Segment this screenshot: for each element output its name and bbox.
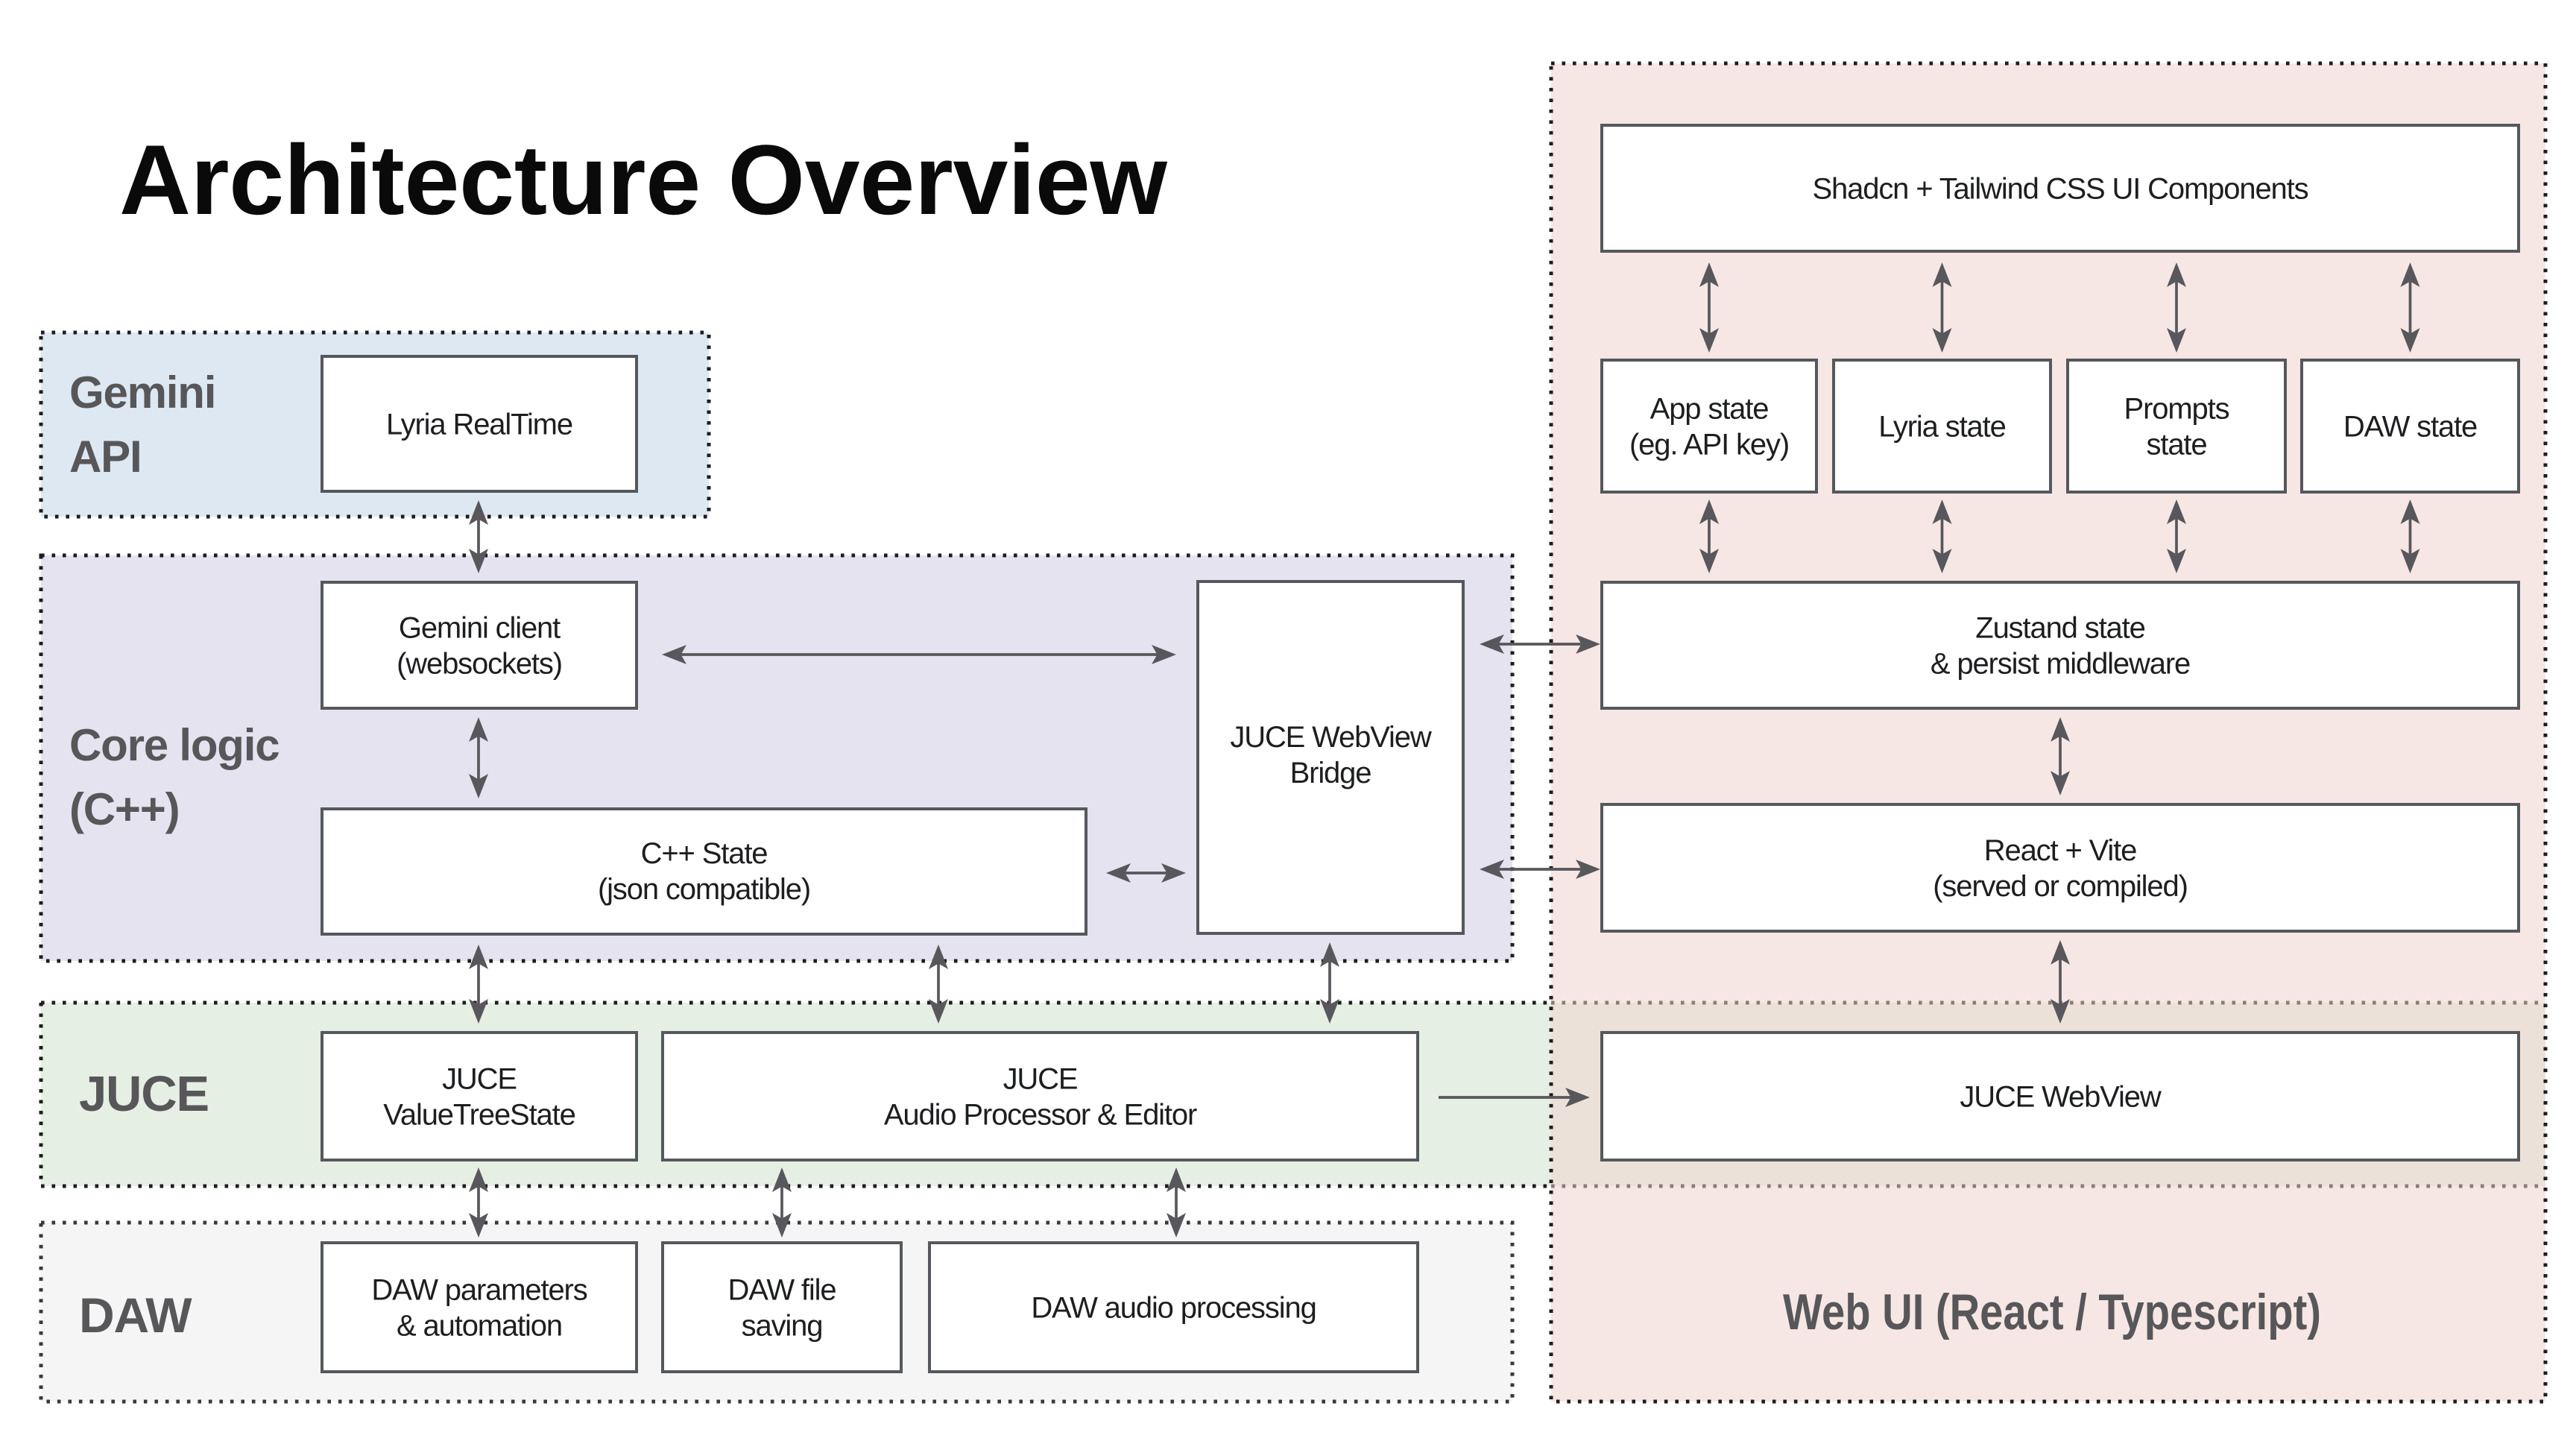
svg-text:Core logic: Core logic [69, 720, 279, 770]
svg-text:React + Vite: React + Vite [1984, 834, 2136, 867]
svg-text:DAW file: DAW file [728, 1274, 836, 1307]
svg-text:& automation: & automation [397, 1310, 562, 1343]
svg-text:JUCE WebView: JUCE WebView [1960, 1081, 2162, 1114]
svg-text:Bridge: Bridge [1290, 757, 1371, 789]
svg-text:Prompts: Prompts [2124, 393, 2229, 426]
svg-text:(json compatible): (json compatible) [598, 873, 810, 906]
svg-text:state: state [2147, 429, 2207, 461]
svg-text:JUCE WebView: JUCE WebView [1230, 721, 1432, 754]
svg-text:Gemini: Gemini [69, 368, 215, 417]
svg-text:(served or compiled): (served or compiled) [1933, 870, 2188, 903]
svg-text:API: API [69, 432, 141, 482]
svg-text:Gemini client: Gemini client [399, 612, 561, 645]
svg-text:saving: saving [742, 1310, 823, 1343]
svg-text:Lyria RealTime: Lyria RealTime [386, 409, 572, 441]
svg-text:Architecture Overview: Architecture Overview [119, 125, 1167, 236]
svg-text:C++ State: C++ State [641, 837, 768, 870]
svg-text:(C++): (C++) [69, 784, 179, 834]
svg-text:ValueTreeState: ValueTreeState [383, 1099, 575, 1132]
svg-text:App state: App state [1650, 393, 1769, 426]
svg-text:DAW parameters: DAW parameters [371, 1274, 587, 1307]
svg-text:Web UI (React / Typescript): Web UI (React / Typescript) [1783, 1284, 2321, 1340]
svg-text:Shadcn + Tailwind CSS UI Compo: Shadcn + Tailwind CSS UI Components [1813, 173, 2308, 206]
svg-text:(eg. API key): (eg. API key) [1629, 429, 1789, 461]
svg-text:DAW audio processing: DAW audio processing [1031, 1292, 1316, 1325]
svg-text:JUCE: JUCE [442, 1063, 517, 1096]
svg-text:JUCE: JUCE [79, 1066, 209, 1122]
svg-text:Zustand state: Zustand state [1975, 612, 2144, 645]
svg-text:DAW state: DAW state [2343, 411, 2477, 444]
svg-text:Audio Processor & Editor: Audio Processor & Editor [884, 1099, 1197, 1132]
svg-text:(websockets): (websockets) [397, 648, 562, 681]
svg-text:Lyria state: Lyria state [1878, 411, 2005, 444]
svg-text:& persist middleware: & persist middleware [1931, 648, 2190, 681]
svg-text:JUCE: JUCE [1003, 1063, 1078, 1096]
svg-text:DAW: DAW [79, 1287, 192, 1343]
